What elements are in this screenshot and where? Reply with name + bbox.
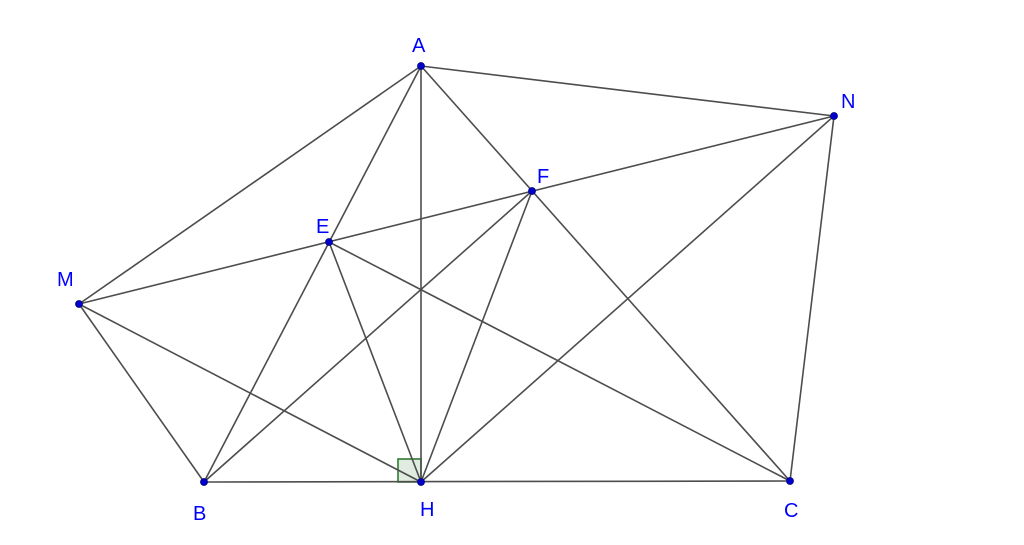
point-label-a: A [412,35,426,57]
segment-ac [420,65,791,482]
point-label-c: C [784,500,798,522]
point-n [830,112,838,120]
segment-bf [203,190,533,483]
segment-fh [420,190,533,483]
point-label-b: B [193,503,206,525]
right-angle-marker [397,458,422,483]
segment-ec [328,241,791,482]
point-h [417,478,425,486]
segment-layer [78,65,835,483]
point-label-e: E [316,216,329,238]
point-e [325,238,333,246]
point-c [786,477,794,485]
point-b [200,478,208,486]
segment-nh [420,115,835,483]
point-label-n: N [841,91,855,113]
right-angle-layer [397,458,422,483]
point-label-m: M [57,269,74,291]
point-m [75,300,83,308]
segment-mn [78,115,835,305]
segment-ab [203,65,422,483]
point-label-h: H [420,499,434,521]
point-layer [75,62,838,486]
segment-an [420,65,835,117]
segment-am [78,65,422,305]
segment-bc [203,480,791,483]
segment-nc [789,115,835,482]
segment-mh [78,303,422,483]
segment-eh [328,241,422,483]
point-f [528,187,536,195]
point-a [417,62,425,70]
point-label-f: F [537,166,549,188]
label-layer: A B C H E F M N [57,35,855,525]
segment-mb [78,303,205,483]
